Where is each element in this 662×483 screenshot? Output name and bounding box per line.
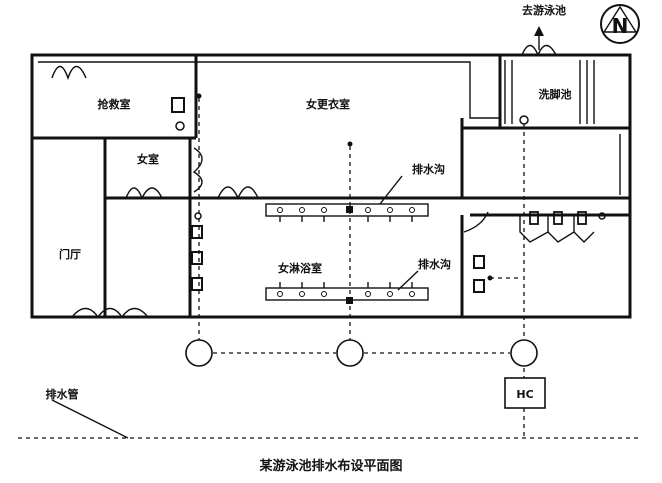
label-drainage-ditch-lower: 排水沟 [418,257,451,271]
toilet-stalls [519,211,606,243]
inspection-well [336,339,364,367]
hc-box: HC [504,377,546,409]
north-compass-icon: N [600,4,640,44]
door-swings [51,44,557,319]
door-shower-right [463,211,489,233]
door-corridor [192,147,203,193]
first-aid-fixtures [171,93,202,131]
inspection-wells [185,339,538,367]
label-drainage-ditch-upper: 排水沟 [412,162,445,176]
compass-letter: N [612,14,629,38]
foot-bath-drain [519,115,529,125]
inner-wall-line-top [38,61,500,119]
label-womens-room: 女室 [137,152,159,166]
inspection-well [510,339,538,367]
leader-lines [51,175,419,439]
label-to-pool: 去游泳池 [522,3,566,17]
label-first-aid-room: 抢救室 [98,97,131,111]
door-first-aid [51,65,87,81]
upper-drainage-ditch [265,203,429,222]
shower-right-fixtures [473,255,493,293]
figure-caption: 某游泳池排水布设平面图 [258,458,402,474]
door-to-pool [521,44,557,57]
label-womens-changing-room: 女更衣室 [306,97,350,111]
outer-wall-rect [30,53,632,319]
hc-label: HC [516,388,533,401]
to-pool-arrow [534,26,544,50]
label-lobby: 门厅 [59,247,81,261]
floor-drain [196,93,202,99]
drain-pipes [18,98,640,439]
inspection-well [185,339,213,367]
door-changing [217,186,259,200]
door-lobby [71,307,149,319]
label-womens-shower-room: 女淋浴室 [278,261,322,275]
foot-bath-lines [504,60,621,195]
sink-fixture [171,97,185,113]
label-drain-pipe: 排水管 [46,387,79,401]
door-womens-room [125,187,163,200]
shower-left-fixtures [191,212,203,291]
interior-walls [32,55,630,317]
outer-walls [30,53,632,319]
floor-drain [175,121,185,131]
changing-room-drain [347,141,353,147]
label-foot-bath: 洗脚池 [539,87,572,101]
